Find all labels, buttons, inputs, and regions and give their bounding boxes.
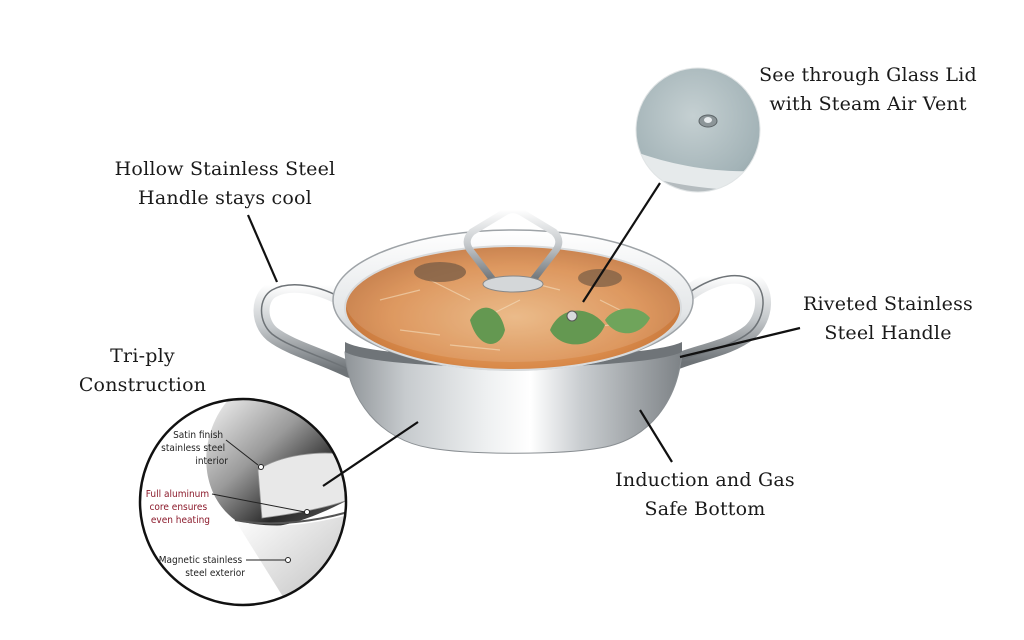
- svg-text:Full aluminum core ens: Full aluminum core ensures even heating: [146, 489, 212, 526]
- callout-glass-lid: See through Glass Lid with Steam Air Ven…: [759, 64, 977, 115]
- leader-riveted-handle: [679, 326, 801, 359]
- leader-induction-bottom: [639, 409, 673, 463]
- callout-riveted-handle: Riveted Stainless Steel Handle: [803, 293, 973, 344]
- inset-text-line: Satin finish: [173, 430, 223, 441]
- svg-text:Magnetic stainless ste: Magnetic stainless steel exterior: [159, 555, 246, 579]
- callout-hollow-handle: Hollow Stainless Steel Handle stays cool: [114, 158, 336, 209]
- lid-glass: [345, 246, 681, 370]
- leader-tri-ply: [322, 421, 419, 487]
- kadai-bowl: [344, 351, 683, 454]
- callout-induction-bottom: Induction and Gas Safe Bottom: [615, 469, 795, 520]
- leader-hollow-handle: [246, 214, 279, 283]
- callout-tri-ply: Tri-ply Construction: [78, 345, 207, 396]
- herb-leaf: [550, 310, 605, 345]
- herb-leaf: [605, 308, 650, 334]
- steam-vent: [566, 310, 578, 322]
- lid-knob: [463, 206, 563, 283]
- svg-text:Satin finish stainless: Satin finish stainless steel interior: [161, 430, 228, 467]
- leader-glass-lid: [582, 182, 661, 303]
- tri-ply-inset: Satin finish stainless steel interior Fu…: [138, 397, 348, 607]
- herb-leaf: [470, 307, 505, 344]
- leader-lines: [246, 182, 801, 487]
